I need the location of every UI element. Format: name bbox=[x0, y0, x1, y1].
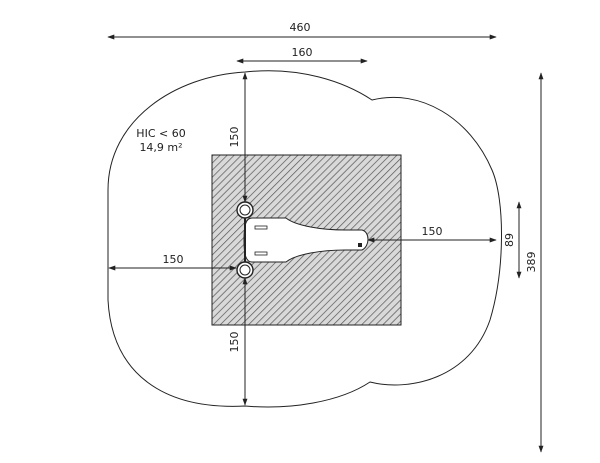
equipment-handle-bottom bbox=[254, 251, 268, 256]
post-top-inner bbox=[239, 204, 251, 216]
post-top-outer bbox=[236, 201, 254, 219]
dim-label-equipment-depth: 89 bbox=[503, 233, 516, 247]
hic-label: HIC < 60 bbox=[136, 127, 185, 140]
equipment-handle-top bbox=[254, 225, 268, 230]
post-bottom-inner bbox=[239, 264, 251, 276]
dim-label-equipment-span: 160 bbox=[292, 46, 313, 59]
dim-label-clearance-bottom: 150 bbox=[228, 332, 241, 353]
post-bottom-outer bbox=[236, 261, 254, 279]
safety-zone-outline bbox=[107, 70, 502, 408]
dim-label-clearance-top: 150 bbox=[228, 127, 241, 148]
dim-label-clearance-right: 150 bbox=[422, 225, 443, 238]
equipment-marker bbox=[358, 243, 362, 247]
dim-label-clearance-left: 150 bbox=[163, 253, 184, 266]
equipment-top-view bbox=[236, 201, 369, 279]
dim-label-overall-depth: 389 bbox=[525, 252, 538, 273]
dim-label-overall-width: 460 bbox=[290, 21, 311, 34]
area-label: 14,9 m² bbox=[139, 141, 182, 154]
